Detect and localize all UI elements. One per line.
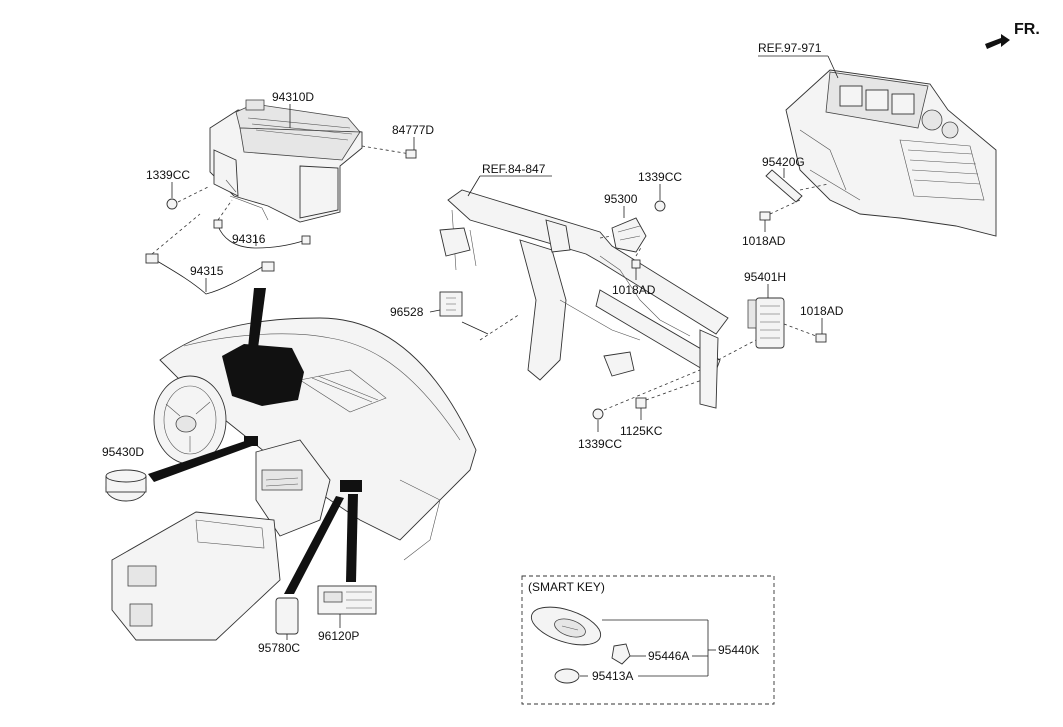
hvac-unit: [785, 69, 997, 237]
label-84777D: 84777D: [392, 123, 434, 137]
nut-1339CC-bottom: [592, 369, 701, 432]
label-1339CC-center: 1339CC: [638, 170, 682, 184]
pointer-start-button: [148, 440, 252, 482]
dashboard-illustration: [111, 317, 477, 641]
label-94315: 94315: [190, 264, 224, 278]
cowl-cross-bar: [439, 189, 729, 409]
label-96120P: 96120P: [318, 629, 359, 643]
label-94316: 94316: [232, 232, 266, 246]
key-fob-icon: [530, 606, 602, 646]
label-96528: 96528: [390, 305, 424, 319]
bolt-1018AD-center: [631, 245, 643, 280]
smart-key-title: (SMART KEY): [528, 580, 605, 594]
head-unit-location-mark: [222, 344, 304, 406]
cable-94315: [145, 213, 275, 295]
label-95446A: 95446A: [648, 649, 689, 663]
head-unit-assembly: [209, 99, 363, 223]
module-location-mark: [340, 480, 362, 492]
front-direction-indicator: FR.: [985, 21, 1040, 49]
battery-icon: [554, 668, 580, 684]
part-95780C: [275, 496, 344, 640]
bolt-1018AD-right: [783, 318, 827, 343]
label-95780C: 95780C: [258, 641, 300, 655]
label-ref-cowl: REF.84-847: [482, 162, 546, 176]
part-96528: [429, 291, 521, 341]
pointer-95780C: [284, 496, 344, 594]
label-95440K: 95440K: [718, 643, 759, 657]
label-94310D: 94310D: [272, 90, 314, 104]
label-1018AD-right: 1018AD: [800, 304, 844, 318]
smart-key-dashed-frame: [521, 575, 775, 705]
nut-1339CC-center: [654, 184, 666, 212]
label-95401H: 95401H: [744, 270, 786, 284]
label-1339CC-left: 1339CC: [146, 168, 190, 182]
part-95300: [599, 206, 647, 253]
pointer-96120P: [346, 494, 358, 582]
part-96120P: [317, 494, 377, 628]
pointer-head-unit: [248, 288, 266, 348]
screw-84777D: [361, 137, 417, 159]
front-arrow-icon: [985, 34, 1010, 49]
bolt-1018AD-top-right: [759, 199, 801, 232]
label-95413A: 95413A: [592, 669, 633, 683]
label-1125KC: 1125KC: [620, 424, 663, 438]
label-1018AD-center: 1018AD: [612, 283, 656, 297]
bolt-1125KC: [635, 379, 703, 420]
smart-key-box: (SMART KEY) 95440K 95446A 95413A: [521, 575, 775, 705]
label-1339CC-bottom: 1339CC: [578, 437, 622, 451]
key-blade-icon: [611, 643, 631, 665]
nut-1339CC-left: [166, 182, 211, 210]
part-95401H: [717, 284, 785, 361]
front-label: FR.: [1014, 21, 1040, 38]
cable-94316: [213, 199, 311, 249]
label-ref-hvac: REF.97-971: [758, 41, 822, 55]
label-95430D: 95430D: [102, 445, 144, 459]
start-button-95430D: [105, 440, 252, 502]
label-95420G: 95420G: [762, 155, 805, 169]
label-1018AD-top-right: 1018AD: [742, 234, 786, 248]
label-95300: 95300: [604, 192, 638, 206]
part-95420G: [765, 168, 829, 203]
